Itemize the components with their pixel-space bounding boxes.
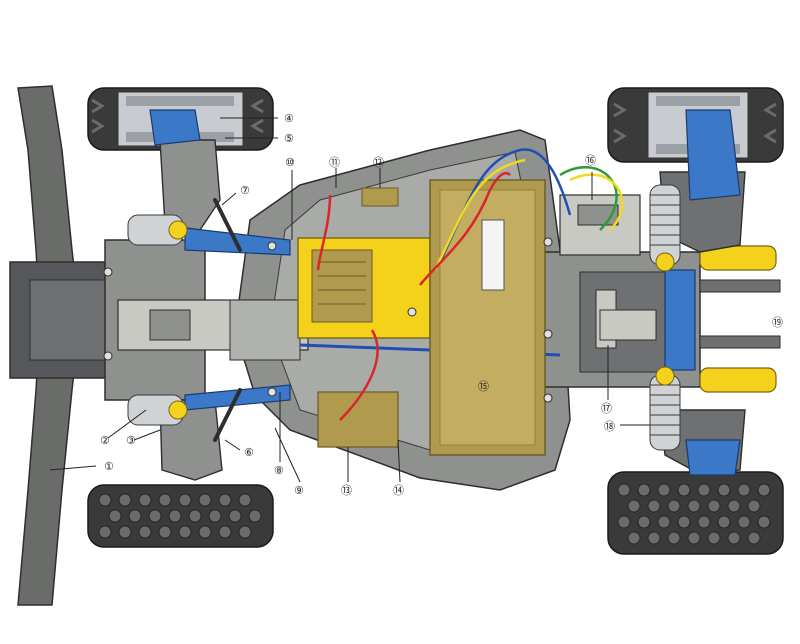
wiring — [316, 148, 624, 421]
callout-leaders — [49, 117, 650, 483]
battery-pack — [429, 179, 546, 456]
speed-controller — [297, 237, 431, 339]
receiver — [361, 187, 399, 207]
front-bumper — [9, 85, 125, 606]
rear-wheel-bottom — [607, 471, 784, 555]
callout-11: ⑪ — [329, 156, 340, 169]
rear-axle-caps — [699, 245, 777, 393]
rear-spring-coils — [650, 194, 680, 436]
front-bulkhead — [104, 239, 309, 401]
callout-1: ① — [104, 460, 114, 473]
callout-4: ④ — [284, 112, 294, 125]
rear-shock-towers — [685, 109, 741, 476]
motor-assembly — [559, 194, 641, 256]
callout-17: ⑰ — [601, 402, 612, 415]
rear-shock-caps — [655, 252, 675, 386]
callout-16: ⑯ — [585, 154, 596, 167]
callout-3: ③ — [126, 434, 136, 447]
callout-13: ⑬ — [341, 484, 352, 497]
callout-14: ⑭ — [393, 484, 404, 497]
front-wheel-bottom — [87, 484, 274, 548]
callout-6: ⑥ — [244, 446, 254, 459]
callout-15: ⑮ — [478, 380, 489, 393]
callout-12: ⑫ — [373, 156, 384, 169]
callout-labels: ① ② ③ ④ ⑤ ⑥ ⑦ ⑧ ⑨ ⑩ ⑪ ⑫ ⑬ ⑭ ⑮ ⑯ ⑰ ⑱ ⑲ — [100, 112, 783, 497]
callout-10: ⑩ — [285, 156, 295, 169]
battery-connector — [481, 219, 505, 291]
rear-gearbox — [539, 251, 781, 388]
callout-7: ⑦ — [240, 184, 250, 197]
steering-links — [213, 198, 242, 442]
callout-2: ② — [100, 434, 110, 447]
callout-5: ⑤ — [284, 132, 294, 145]
callout-18: ⑱ — [604, 420, 615, 433]
callout-19: ⑲ — [772, 316, 783, 329]
callout-8: ⑧ — [274, 464, 284, 477]
chassis-screws — [103, 237, 553, 403]
front-shock-absorbers — [127, 214, 188, 426]
callout-9: ⑨ — [294, 484, 304, 497]
